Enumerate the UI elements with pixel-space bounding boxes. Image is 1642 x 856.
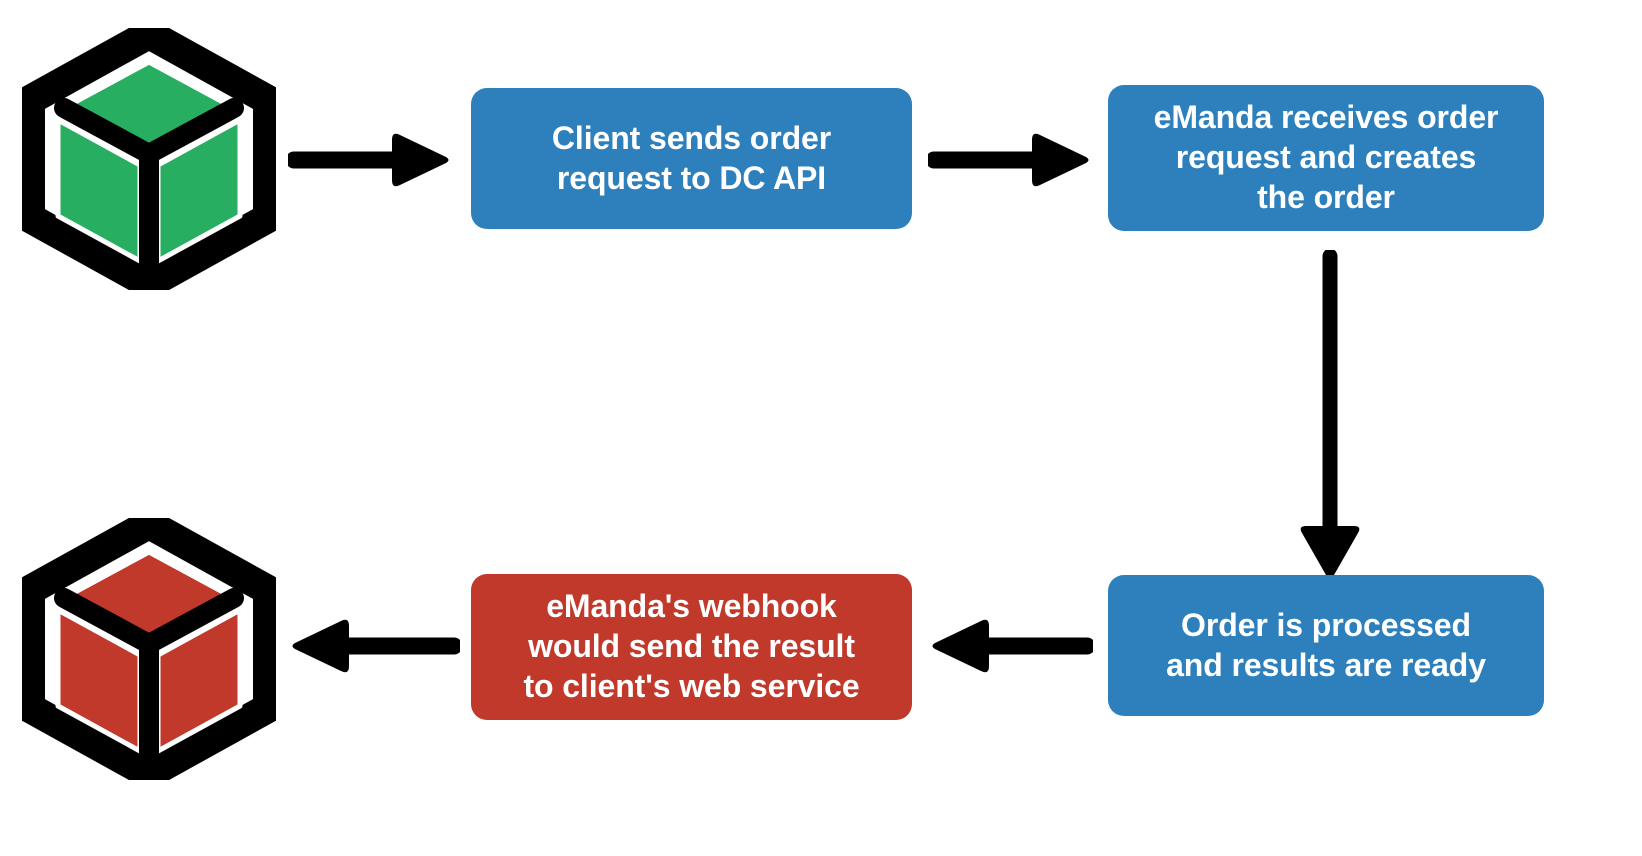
arrow-head <box>392 133 449 187</box>
node-step-4[interactable]: eManda's webhook would send the result t… <box>471 574 912 720</box>
arrow-head <box>1300 526 1360 578</box>
arrow-step1-to-step2 <box>928 129 1093 191</box>
node-step-2[interactable]: eManda receives order request and create… <box>1108 85 1544 231</box>
arrow-head <box>932 619 989 673</box>
arrow-step4-to-cube <box>288 615 460 677</box>
cube-icon <box>22 518 276 780</box>
arrow-step3-to-step4 <box>928 615 1093 677</box>
arrow-cube-to-step1 <box>288 129 453 191</box>
arrow-head <box>1032 133 1089 187</box>
node-step-1[interactable]: Client sends order request to DC API <box>471 88 912 229</box>
arrow-step2-to-step3 <box>1290 250 1370 585</box>
arrow-head <box>292 619 349 673</box>
cube-icon <box>22 28 276 290</box>
client-cube-icon <box>22 28 276 290</box>
client-result-cube-icon <box>22 518 276 780</box>
node-step-3[interactable]: Order is processed and results are ready <box>1108 575 1544 716</box>
